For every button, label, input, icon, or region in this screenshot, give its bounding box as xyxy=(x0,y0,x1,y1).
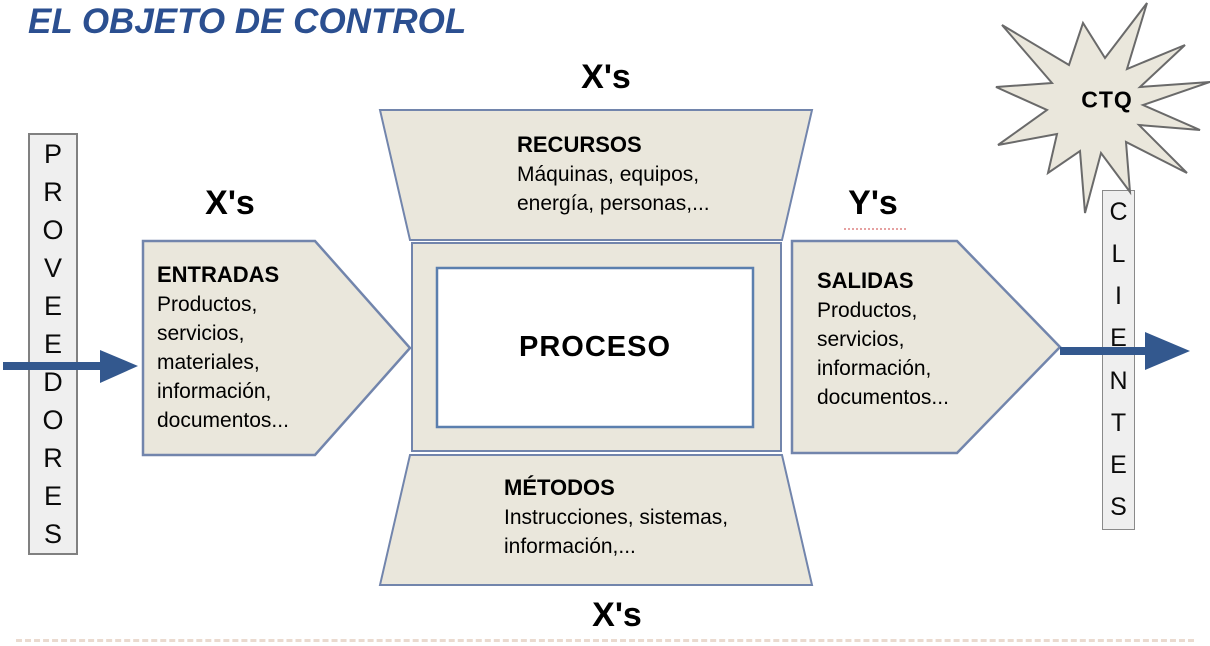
x-label-metodos: X's xyxy=(592,596,642,634)
bar-letter: E xyxy=(1110,324,1127,353)
ctq-label: CTQ xyxy=(1081,86,1133,113)
salidas-text: SALIDAS Productos, servicios, informació… xyxy=(817,268,949,409)
bar-letter: V xyxy=(43,252,62,283)
bar-letter: D xyxy=(43,366,63,397)
bar-letter: O xyxy=(42,404,64,435)
bar-letter: N xyxy=(1109,366,1128,395)
bottom-dashed-artifact xyxy=(16,639,1194,642)
salidas-heading: SALIDAS xyxy=(817,268,914,293)
entradas-heading: ENTRADAS xyxy=(157,262,280,287)
metodos-text: MÉTODOS Instrucciones, sistemas, informa… xyxy=(504,475,729,558)
bar-letter: R xyxy=(43,176,63,207)
entradas-text: ENTRADAS Productos, servicios, materiale… xyxy=(157,262,289,432)
x-label-recursos: X's xyxy=(581,58,631,96)
recursos-heading: RECURSOS xyxy=(517,132,642,157)
clientes-bar: C L I E N T E S xyxy=(1102,190,1135,530)
bar-letter: E xyxy=(1110,451,1127,480)
metodos-heading: MÉTODOS xyxy=(504,475,615,500)
page-title: EL OBJETO DE CONTROL xyxy=(28,2,467,41)
proveedores-bar: P R O V E E D O R E S xyxy=(28,133,78,555)
proceso-label: PROCESO xyxy=(518,331,672,363)
recursos-text: RECURSOS Máquinas, equipos, energía, per… xyxy=(517,132,710,215)
bar-letter: E xyxy=(43,480,62,511)
bar-letter: C xyxy=(1109,197,1128,226)
bar-letter: O xyxy=(42,214,64,245)
bar-letter: E xyxy=(43,328,62,359)
bar-letter: S xyxy=(43,518,62,549)
y-label-salidas: Y's xyxy=(848,184,898,222)
bar-letter: L xyxy=(1111,239,1126,268)
bar-letter: S xyxy=(1110,493,1127,522)
bar-letter: E xyxy=(43,290,62,321)
x-label-entradas: X's xyxy=(205,184,255,222)
spellcheck-underline xyxy=(844,224,906,230)
bar-letter: I xyxy=(1115,282,1122,311)
bar-letter: T xyxy=(1110,408,1127,437)
bar-letter: P xyxy=(43,138,62,169)
bar-letter: R xyxy=(43,442,63,473)
